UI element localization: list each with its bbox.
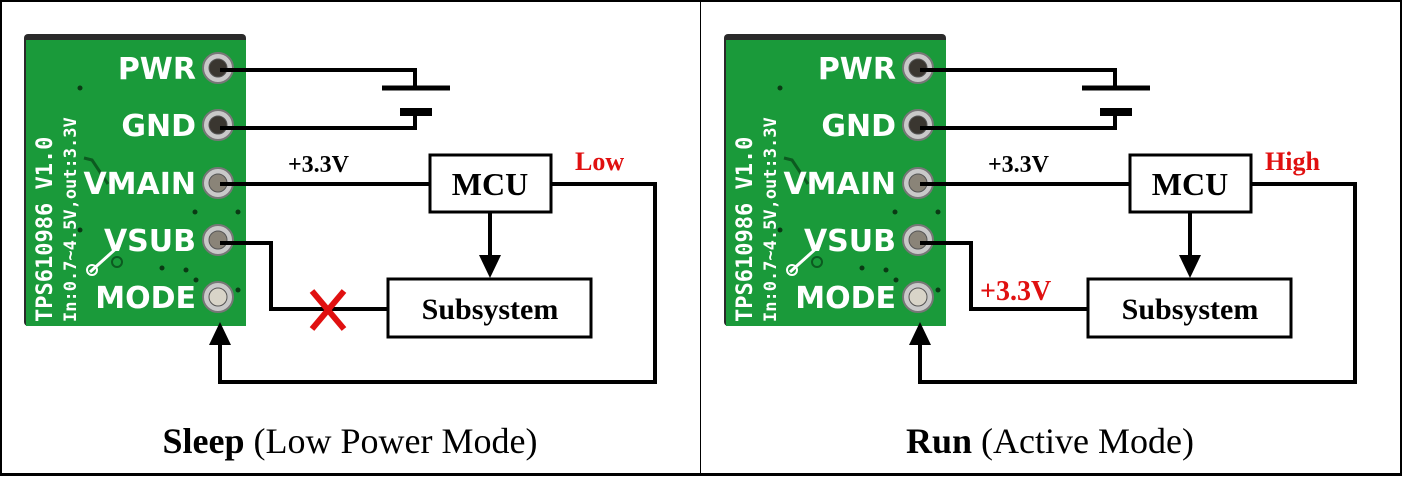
wire-mode-signal	[218, 182, 657, 384]
wire-gnd	[220, 112, 417, 130]
caption-mode-description: (Low Power Mode)	[244, 421, 538, 461]
caption-mode-name: Run	[906, 421, 973, 461]
pcb-via-dot	[193, 277, 199, 283]
arrow-head-down	[479, 255, 501, 278]
pin-label-pwr: PWR	[818, 52, 896, 87]
pcb-via-dot	[859, 265, 865, 271]
mode-signal-label: High	[1265, 147, 1320, 176]
pcb-via-dot	[892, 209, 898, 215]
pcb-via-dot	[777, 227, 783, 233]
pcb-via	[111, 256, 123, 268]
pin-label-gnd: GND	[121, 109, 196, 144]
board-spec-text: In:0.7~4.5V,out:3.3V	[61, 117, 81, 322]
pcb-via	[86, 264, 98, 276]
board-model-text: TPS610986 V1.0	[33, 137, 58, 322]
board-model-text: TPS610986 V1.0	[733, 137, 758, 322]
pin-hole	[208, 230, 228, 250]
pin-hole	[208, 287, 228, 307]
pcb-via-dot	[935, 209, 941, 215]
pcb-trace	[783, 156, 810, 185]
subsystem-box	[386, 277, 593, 339]
wire-gnd	[920, 112, 1117, 130]
panel-caption: Run (Active Mode)	[700, 420, 1400, 462]
pcb-trace	[788, 243, 822, 274]
pcb-via-dot	[77, 85, 83, 91]
pcb-via-dot	[235, 287, 241, 293]
arrow-head-up	[909, 322, 931, 345]
pin-label-vmain: VMAIN	[783, 167, 896, 202]
pcb-via-dot	[183, 267, 189, 273]
mcu-label: MCU	[1152, 166, 1228, 202]
wire-pwr	[220, 68, 417, 88]
pin-label-mode: MODE	[95, 281, 196, 316]
wire-mode-signal	[918, 182, 1357, 384]
battery-plate-short	[1100, 108, 1132, 116]
wire-pwr	[920, 68, 1117, 88]
pcb-via-dot	[883, 267, 889, 273]
vmain-voltage-label: +3.3V	[288, 152, 350, 178]
pin-label-vsub: VSUB	[804, 224, 896, 259]
pin-hole	[908, 287, 928, 307]
figure-frame	[0, 0, 1402, 476]
pcb-trace	[83, 156, 110, 185]
wire-vsub	[920, 241, 1088, 311]
subsystem-label: Subsystem	[1122, 293, 1259, 326]
pin-hole	[208, 115, 228, 135]
pin-label-gnd: GND	[821, 109, 896, 144]
subsystem-box	[1086, 277, 1293, 339]
disconnected-x-icon	[309, 289, 347, 331]
board-spec-text: In:0.7~4.5V,out:3.3V	[761, 117, 781, 322]
pin-label-vsub: VSUB	[104, 224, 196, 259]
pin-hole	[908, 115, 928, 135]
mcu-box	[1128, 153, 1253, 214]
pcb-via-dot	[893, 277, 899, 283]
pcb-via	[786, 264, 798, 276]
pcb-trace	[88, 243, 122, 274]
mode-signal-label: Low	[575, 147, 624, 176]
x-stroke	[309, 289, 347, 331]
mcu-box	[428, 153, 553, 214]
pcb-via	[811, 256, 823, 268]
pcb-via-dot	[935, 287, 941, 293]
pcb-via-dot	[235, 209, 241, 215]
pin-hole	[908, 230, 928, 250]
pcb-via-dot	[192, 209, 198, 215]
arrow-head-up	[209, 322, 231, 345]
vmain-voltage-label: +3.3V	[988, 152, 1050, 178]
battery-plate-short	[400, 108, 432, 116]
panel-divider	[700, 0, 701, 476]
pcb-via-dot	[777, 85, 783, 91]
arrow-head-down	[1179, 255, 1201, 278]
subsystem-label: Subsystem	[422, 293, 559, 326]
caption-mode-name: Sleep	[162, 421, 245, 461]
pin-label-vmain: VMAIN	[83, 167, 196, 202]
caption-mode-description: (Active Mode)	[972, 421, 1194, 461]
vsub-voltage-label: +3.3V	[980, 276, 1051, 307]
pcb-via-dot	[159, 265, 165, 271]
panel-caption: Sleep (Low Power Mode)	[0, 420, 700, 462]
mcu-label: MCU	[452, 166, 528, 202]
pin-label-pwr: PWR	[118, 52, 196, 87]
pin-label-mode: MODE	[795, 281, 896, 316]
pcb-via-dot	[77, 227, 83, 233]
